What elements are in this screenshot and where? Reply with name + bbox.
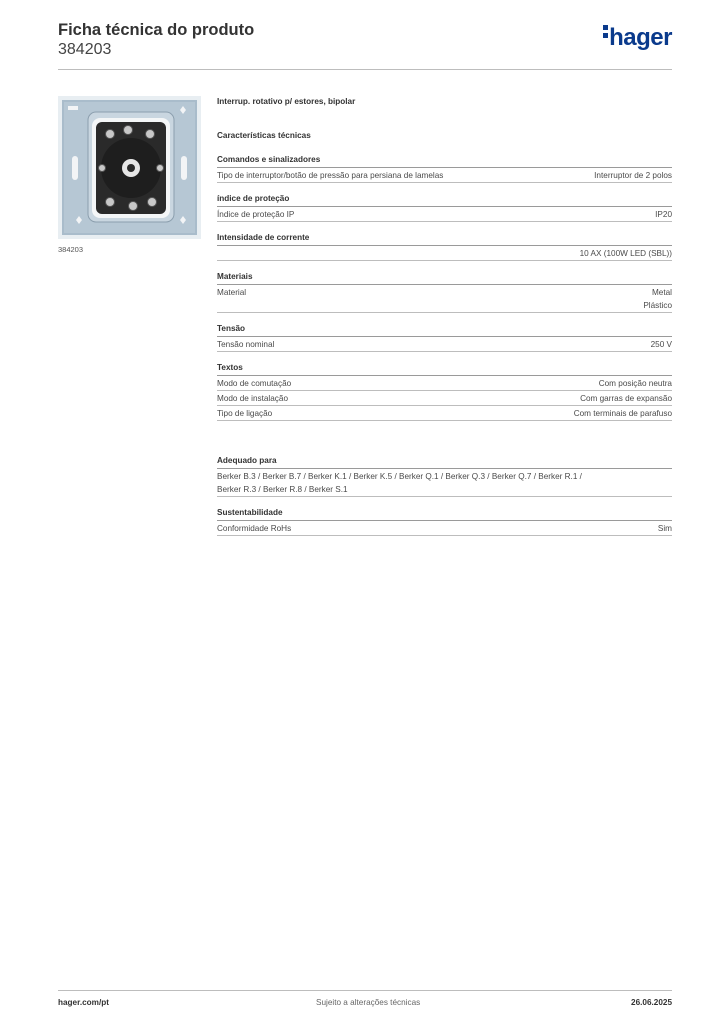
section-title: índice de proteção [217, 193, 672, 207]
spec-label: Conformidade RoHs [217, 524, 292, 533]
footer-date: 26.06.2025 [631, 998, 672, 1007]
spec-content: Interrup. rotativo p/ estores, bipolar C… [217, 96, 672, 536]
spec-value: Interruptor de 2 polos [594, 171, 672, 180]
footer-divider [58, 990, 672, 991]
spec-row: Tipo de ligação Com terminais de parafus… [217, 406, 672, 421]
logo-text: hager [609, 24, 672, 51]
spec-value: 250 V [650, 340, 672, 349]
section-title: Materiais [217, 271, 672, 285]
spec-value-line: Metal [651, 288, 672, 297]
spec-value: 10 AX (100W LED (SBL)) [579, 249, 672, 258]
section-title: Intensidade de corrente [217, 232, 672, 246]
header-divider [58, 69, 672, 70]
spec-label: Material [217, 288, 247, 297]
page-header: Ficha técnica do produto 384203 hager [58, 20, 672, 68]
spec-label: Tipo de ligação [217, 409, 273, 418]
logo-dots-icon [603, 25, 609, 41]
section-tensao: Tensão Tensão nominal 250 V [217, 323, 672, 352]
section-title: Adequado para [217, 455, 672, 469]
product-code: 384203 [58, 41, 112, 58]
compatible-line: Berker B.3 / Berker B.7 / Berker K.1 / B… [217, 472, 582, 481]
compatible-ranges: Berker B.3 / Berker B.7 / Berker K.1 / B… [217, 469, 672, 497]
page-title: Ficha técnica do produto [58, 21, 255, 39]
section-comandos: Comandos e sinalizadores Tipo de interru… [217, 154, 672, 183]
spec-label: Índice de proteção IP [217, 210, 295, 219]
spec-value: Sim [657, 524, 672, 533]
section-title: Comandos e sinalizadores [217, 154, 672, 168]
spec-row: Tipo de interruptor/botão de pressão par… [217, 168, 672, 183]
spec-row: Tensão nominal 250 V [217, 337, 672, 352]
spec-row: Modo de instalação Com garras de expansã… [217, 391, 672, 406]
section-materiais: Materiais Material Metal Plástico [217, 271, 672, 313]
section-textos: Textos Modo de comutação Com posição neu… [217, 362, 672, 421]
section-sustentabilidade: Sustentabilidade Conformidade RoHs Sim [217, 507, 672, 536]
spec-row: Conformidade RoHs Sim [217, 521, 672, 536]
spec-value: Metal Plástico [643, 286, 672, 312]
spec-row: Índice de proteção IP IP20 [217, 207, 672, 222]
spec-value: Com garras de expansão [580, 394, 672, 403]
spec-value: Com posição neutra [598, 379, 672, 388]
footer-website-link[interactable]: hager.com/pt [58, 998, 109, 1007]
spec-label: Modo de comutação [217, 379, 292, 388]
section-protecao: índice de proteção Índice de proteção IP… [217, 193, 672, 222]
spec-label: Tipo de interruptor/botão de pressão par… [217, 171, 444, 180]
section-title: Textos [217, 362, 672, 376]
footer-note: Sujeito a alterações técnicas [316, 998, 421, 1007]
spec-value: IP20 [655, 210, 672, 219]
spec-label: Modo de instalação [217, 394, 289, 403]
spec-value: Com terminais de parafuso [573, 409, 672, 418]
spec-row: 10 AX (100W LED (SBL)) [217, 246, 672, 261]
spec-row: Material Metal Plástico [217, 285, 672, 313]
spec-value-line: Plástico [643, 301, 672, 310]
features-title: Características técnicas [217, 131, 311, 140]
section-corrente: Intensidade de corrente 10 AX (100W LED … [217, 232, 672, 261]
spec-row: Modo de comutação Com posição neutra [217, 376, 672, 391]
section-adequado: Adequado para Berker B.3 / Berker B.7 / … [217, 455, 672, 497]
section-title: Sustentabilidade [217, 507, 672, 521]
product-image [58, 96, 201, 239]
image-caption: 384203 [58, 245, 84, 254]
section-title: Tensão [217, 323, 672, 337]
hager-logo: hager [603, 24, 672, 52]
compatible-line: Berker R.3 / Berker R.8 / Berker S.1 [217, 485, 348, 494]
product-description: Interrup. rotativo p/ estores, bipolar [217, 97, 356, 106]
spec-label: Tensão nominal [217, 340, 275, 349]
